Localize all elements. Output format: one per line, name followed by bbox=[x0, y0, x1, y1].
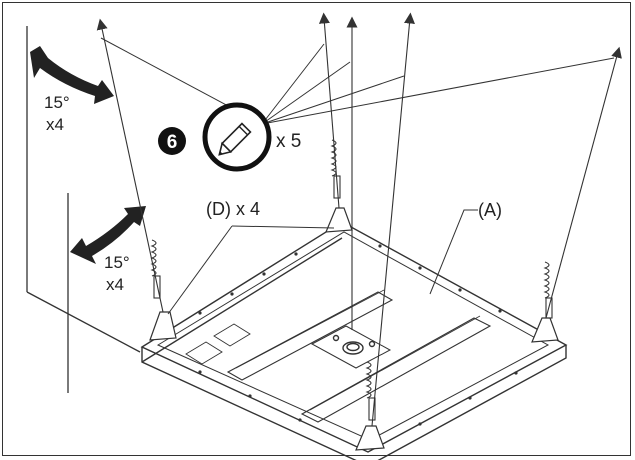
pencil-icon bbox=[218, 122, 252, 156]
angle-bottom-degrees: 15° bbox=[104, 253, 130, 272]
angle-arrow-top bbox=[30, 46, 114, 104]
angle-arrow-bottom bbox=[70, 206, 146, 264]
springs bbox=[150, 139, 553, 421]
mount-frame bbox=[140, 221, 568, 460]
angle-bottom-count: x4 bbox=[106, 275, 124, 294]
step-badge: 6 bbox=[158, 127, 186, 155]
part-d-label: (D) x 4 bbox=[206, 199, 260, 219]
part-a-label: (A) bbox=[478, 200, 502, 220]
corner-brackets bbox=[149, 207, 559, 451]
angle-top-degrees: 15° bbox=[44, 93, 70, 112]
angle-top-count: x4 bbox=[46, 115, 64, 134]
tool-count: x 5 bbox=[276, 131, 301, 152]
marking-lines bbox=[100, 37, 615, 125]
wall-lines bbox=[26, 26, 141, 393]
pencil-callout bbox=[202, 102, 272, 172]
part-d-leaders bbox=[167, 225, 335, 315]
part-a-leader bbox=[429, 209, 478, 295]
step-number: 6 bbox=[167, 132, 178, 153]
